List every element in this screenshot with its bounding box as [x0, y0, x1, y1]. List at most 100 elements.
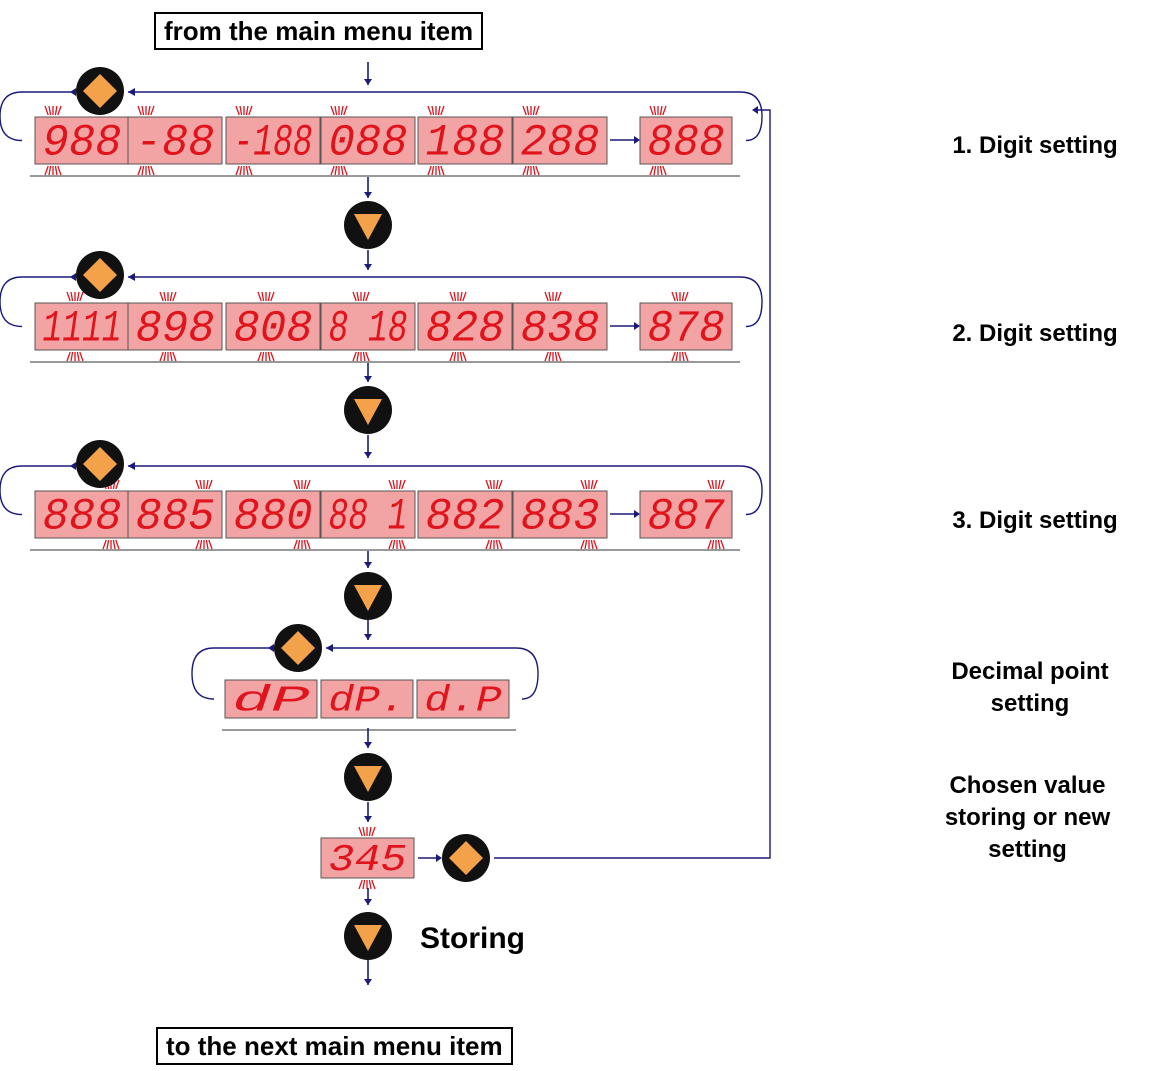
- blink-rays-icon: [44, 105, 62, 116]
- blink-rays-icon: [235, 165, 253, 176]
- blink-rays-icon: [427, 165, 445, 176]
- seven-segment-display: 988: [34, 105, 130, 176]
- blink-rays-icon: [137, 165, 155, 176]
- seven-segment-display: 188: [417, 105, 513, 176]
- blink-rays-icon: [671, 291, 689, 302]
- loop-curve-left: [191, 647, 215, 700]
- display-text: 828: [426, 305, 505, 355]
- blink-rays-icon: [195, 479, 213, 490]
- blink-rays-icon: [707, 479, 725, 490]
- storing-label: Storing: [420, 922, 525, 955]
- arrow-head-icon: [364, 376, 372, 382]
- arrow-head-icon: [364, 192, 372, 198]
- blink-rays-icon: [235, 105, 253, 116]
- arrow-head-icon: [364, 452, 372, 458]
- arrow-head-icon: [70, 88, 76, 96]
- blink-rays-icon: [44, 165, 62, 176]
- loop-curve-right: [739, 91, 763, 142]
- display-text: 188: [426, 119, 505, 169]
- blink-rays-icon: [358, 879, 376, 890]
- display-text: 88 1: [329, 493, 408, 543]
- display-text: dP.: [328, 680, 405, 721]
- seven-segment-display: d.P: [416, 679, 510, 721]
- blink-rays-icon: [102, 539, 120, 550]
- blink-rays-icon: [671, 351, 689, 362]
- display-text: 887: [647, 493, 724, 543]
- decimal-label-line2: setting: [990, 690, 1070, 717]
- orange-diamond-button-icon: [274, 624, 322, 672]
- decimal-label-line1: Decimal point: [951, 658, 1109, 685]
- orange-diamond-button-icon: [76, 440, 124, 488]
- store-label-line3: setting: [988, 836, 1067, 863]
- loop-curve-left: [0, 91, 23, 142]
- digit2-setting-label: 2. Digit setting: [952, 320, 1118, 347]
- seven-segment-display: 888: [34, 479, 130, 550]
- loop-curve-right: [739, 276, 763, 328]
- display-text: 8 18: [329, 305, 408, 355]
- orange-diamond-button-icon: [76, 251, 124, 299]
- blink-rays-icon: [137, 105, 155, 116]
- blink-rays-icon: [707, 539, 725, 550]
- display-text: 345: [328, 839, 406, 882]
- display-text: dP: [232, 680, 310, 721]
- blink-rays-icon: [159, 291, 177, 302]
- display-text: 988: [43, 119, 122, 169]
- seven-segment-display: dP: [224, 679, 318, 721]
- blink-rays-icon: [358, 826, 376, 837]
- return-line: [494, 109, 771, 859]
- blink-rays-icon: [293, 539, 311, 550]
- blink-rays-icon: [66, 351, 84, 362]
- display-text: 885: [136, 493, 215, 543]
- arrow-head-icon: [128, 273, 135, 281]
- arrow-head-icon: [634, 322, 640, 330]
- display-text: 888: [43, 493, 122, 543]
- seven-segment-display: dP.: [320, 679, 414, 721]
- arrow-head-icon: [364, 979, 372, 985]
- display-text: 878: [647, 305, 724, 355]
- blink-rays-icon: [195, 539, 213, 550]
- blink-rays-icon: [388, 539, 406, 550]
- display-text: -88: [136, 119, 215, 169]
- display-text: d.P: [424, 680, 502, 721]
- loop-curve-left: [0, 276, 23, 328]
- arrow-head-icon: [364, 816, 372, 822]
- seven-segment-display: 883: [512, 479, 608, 550]
- arrow-head-icon: [364, 899, 372, 905]
- seven-segment-display: 880: [225, 479, 321, 550]
- orange-diamond-button-icon: [442, 834, 490, 882]
- blink-rays-icon: [544, 291, 562, 302]
- store-label-line1: Chosen value: [949, 772, 1106, 799]
- header-label: from the main menu item: [154, 12, 484, 50]
- seven-segment-display: -188: [225, 105, 321, 176]
- blink-rays-icon: [293, 479, 311, 490]
- blink-rays-icon: [449, 291, 467, 302]
- seven-segment-display: 88 1: [320, 479, 416, 550]
- display-text: 088: [329, 119, 408, 169]
- orange-down-triangle-button-icon: [344, 386, 392, 434]
- orange-down-triangle-button-icon: [344, 753, 392, 801]
- blink-rays-icon: [257, 351, 275, 362]
- display-text: 880: [234, 493, 313, 543]
- blink-rays-icon: [257, 291, 275, 302]
- seven-segment-display: 088: [320, 105, 416, 176]
- arrow-head-icon: [128, 462, 135, 470]
- digit1-setting-label: 1. Digit setting: [952, 132, 1118, 159]
- arrow-head-icon: [268, 644, 274, 652]
- seven-segment-display: -88: [127, 105, 223, 176]
- arrow-head-icon: [364, 79, 372, 85]
- blink-rays-icon: [649, 105, 667, 116]
- arrow-head-icon: [70, 462, 76, 470]
- blink-rays-icon: [159, 351, 177, 362]
- arrow-head-icon: [436, 854, 442, 862]
- seven-segment-display: 838: [512, 291, 608, 362]
- arrow-head-icon: [364, 742, 372, 748]
- display-text: -188: [234, 119, 313, 169]
- orange-down-triangle-button-icon: [344, 912, 392, 960]
- arrow-head-icon: [326, 644, 333, 652]
- orange-down-triangle-button-icon: [344, 201, 392, 249]
- display-text: 288: [521, 119, 600, 169]
- seven-segment-display: 808: [225, 291, 321, 362]
- seven-segment-display: 887: [639, 479, 733, 550]
